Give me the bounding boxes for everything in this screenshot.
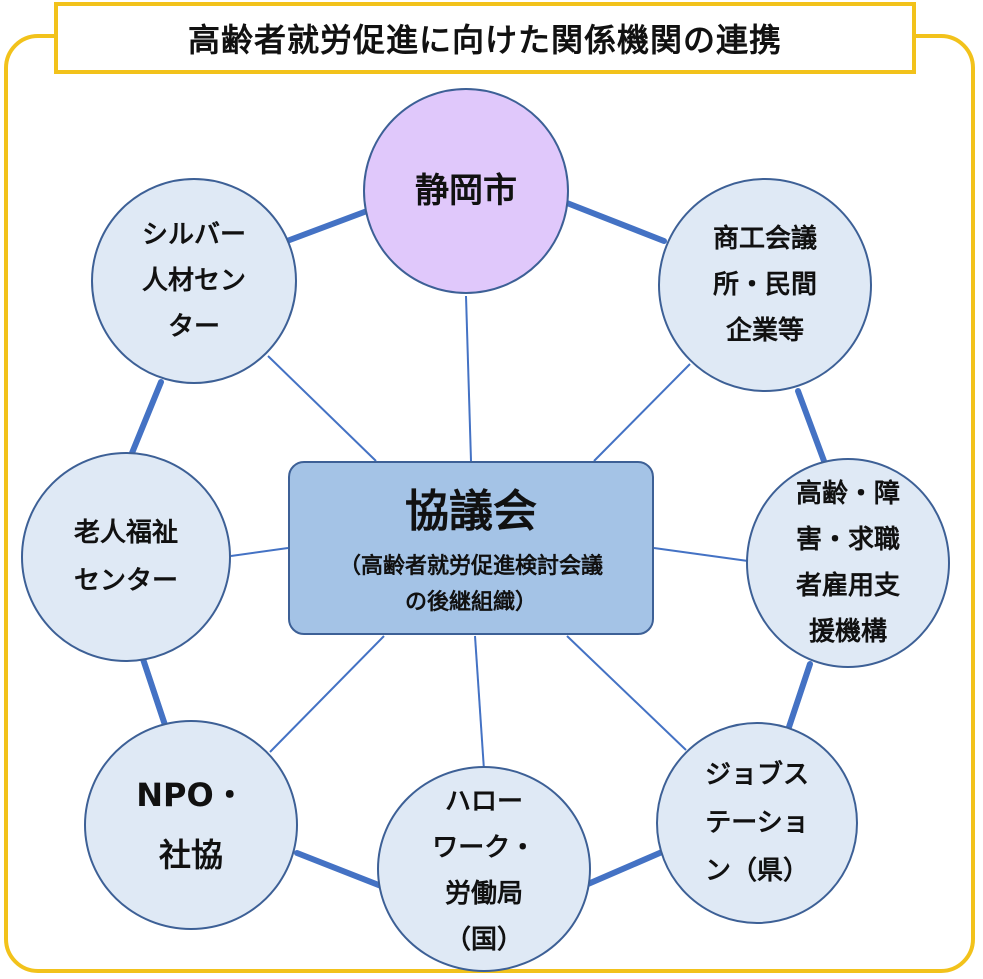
- node-hello-work: ハロー ワーク・ 労働局 （国）: [377, 766, 591, 972]
- node-shizuoka-city: 静岡市: [363, 88, 569, 294]
- spoke-chamber: [593, 363, 691, 462]
- node-label-line: 労働局: [444, 879, 523, 909]
- spoke-jeed: [653, 547, 749, 562]
- ring-link-silver-city: [284, 208, 370, 244]
- node-elderly-welfare-center: 老人福祉 センター: [21, 452, 231, 662]
- spoke-silver: [267, 355, 377, 462]
- spoke-jobstation: [566, 635, 687, 751]
- node-label-line: （国）: [444, 925, 523, 955]
- node-job-station: ジョブス テーショ ン（県）: [656, 722, 858, 924]
- ring-link-jobstation-hellowork: [585, 849, 665, 887]
- council-box: 協議会 （高齢者就労促進検討会議 の後継組織）: [288, 461, 654, 635]
- node-label-line: ワーク・: [432, 833, 536, 863]
- node-label-line: 老人福祉: [73, 518, 178, 548]
- node-label-line: テーショ: [705, 808, 809, 838]
- page-title: 高齢者就労促進に向けた関係機関の連携: [187, 21, 782, 59]
- council-subtitle-line-1: （高齢者就労促進検討会議: [338, 554, 603, 579]
- node-label-line: 静岡市: [415, 171, 517, 211]
- node-label-line: ター: [167, 312, 220, 342]
- node-jeed: 高齢・障 害・求職 者雇用支 援機構: [746, 458, 950, 668]
- node-label-line: 社協: [158, 836, 223, 874]
- node-label-line: 害・求職: [795, 525, 900, 555]
- ring-link-npo-elderly: [140, 656, 168, 728]
- ring-link-city-chamber: [564, 200, 667, 244]
- council-title: 協議会: [405, 486, 537, 537]
- council-subtitle-line-2: の後継組織）: [404, 590, 537, 615]
- title-banner: 高齢者就労促進に向けた関係機関の連携: [54, 2, 916, 74]
- node-label-line: 高齢・障: [795, 479, 900, 509]
- spoke-npo: [269, 635, 385, 753]
- ring-link-jeed-jobstation: [785, 661, 813, 733]
- ring-link-hellowork-npo: [294, 850, 384, 889]
- node-silver-human-resources: シルバー 人材セン ター: [91, 178, 297, 384]
- node-label-line: 商工会議: [712, 224, 817, 254]
- node-chamber-of-commerce: 商工会議 所・民間 企業等: [658, 178, 872, 392]
- node-label-line: 援機構: [808, 617, 887, 647]
- ring-link-elderly-silver: [129, 379, 164, 456]
- spoke-elderly: [230, 547, 289, 557]
- node-label-line: 者雇用支: [795, 571, 900, 601]
- node-label-line: ン（県）: [704, 856, 809, 886]
- node-label-line: センター: [73, 566, 178, 596]
- node-label-line: 人材セン: [141, 266, 246, 296]
- ring-link-chamber-jeed: [795, 388, 827, 464]
- node-label-line: NPO・: [136, 776, 246, 814]
- spoke-city: [465, 295, 472, 462]
- node-npo-social-welfare: NPO・ 社協: [84, 720, 298, 930]
- node-label-line: ジョブス: [704, 760, 809, 790]
- spoke-hellowork: [474, 635, 485, 771]
- node-label-line: 企業等: [725, 316, 804, 346]
- node-label-line: シルバー: [141, 220, 246, 250]
- node-label-line: 所・民間: [712, 270, 817, 300]
- node-label-line: ハロー: [444, 787, 523, 817]
